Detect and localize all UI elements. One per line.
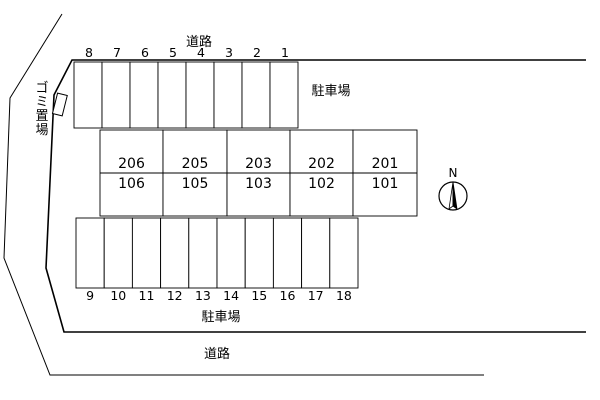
parking-space	[185, 61, 215, 129]
parking-space-number: 4	[197, 45, 205, 60]
top-parking-row: 8 7 6 5 4 3 2 1	[73, 45, 299, 129]
unit-number-upper: 202	[308, 156, 335, 172]
parking-space	[244, 217, 274, 289]
road-label-bottom: 道路	[204, 346, 230, 362]
road-label-top: 道路	[186, 34, 212, 50]
unit-number-lower: 106	[118, 176, 145, 192]
parking-space-number: 11	[139, 288, 155, 303]
parking-space	[269, 61, 299, 129]
parking-space	[157, 61, 187, 129]
parking-space	[216, 217, 246, 289]
parking-space-number: 17	[308, 288, 324, 303]
unit-number-lower: 105	[182, 176, 209, 192]
apartment-building: 206 106 205 105 203 103 202 102 201 101	[99, 129, 418, 217]
parking-space-number: 18	[336, 288, 352, 303]
unit-number-lower: 102	[308, 176, 335, 192]
parking-space-number: 13	[195, 288, 211, 303]
north-arrow-icon: N	[438, 166, 468, 211]
unit-number-upper: 203	[245, 156, 272, 172]
bottom-parking-row: 9 10 11 12 13 14 15 16 17 18	[75, 217, 359, 303]
parking-label-south: 駐車場	[201, 310, 240, 325]
parking-space	[188, 217, 218, 289]
unit-number-lower: 103	[245, 176, 272, 192]
parking-space	[329, 217, 359, 289]
parking-space	[160, 217, 190, 289]
parking-space	[213, 61, 243, 129]
parking-space-number: 12	[167, 288, 183, 303]
parking-space-number: 8	[85, 45, 93, 60]
north-label: N	[449, 166, 458, 180]
parking-space-number: 2	[253, 45, 261, 60]
parking-space-number: 15	[251, 288, 267, 303]
parking-space-number: 7	[113, 45, 121, 60]
parking-space-number: 5	[169, 45, 177, 60]
unit-number-upper: 205	[182, 156, 209, 172]
parking-label-east: 駐車場	[311, 84, 350, 99]
parking-space-number: 1	[281, 45, 289, 60]
parking-space	[301, 217, 331, 289]
road-boundary-outer	[3, 13, 484, 376]
unit-number-upper: 201	[372, 156, 399, 172]
parking-space	[73, 61, 103, 129]
parking-space	[272, 217, 303, 289]
parking-space	[101, 61, 131, 129]
parking-space	[131, 217, 162, 289]
parking-space-number: 14	[223, 288, 239, 303]
parking-space-number: 9	[86, 288, 94, 303]
parking-space-number: 3	[225, 45, 233, 60]
parking-space-number: 6	[141, 45, 149, 60]
trash-bin-icon	[51, 92, 68, 117]
parking-space-number: 16	[280, 288, 296, 303]
lot-boundary	[45, 59, 586, 333]
unit-number-upper: 206	[118, 156, 145, 172]
parking-space-number: 10	[110, 288, 126, 303]
parking-space	[75, 217, 105, 289]
trash-area-label: ゴミ置場	[35, 80, 48, 138]
parking-space	[129, 61, 159, 129]
parking-space	[241, 61, 271, 129]
unit-number-lower: 101	[372, 176, 399, 192]
parking-space	[103, 217, 133, 289]
